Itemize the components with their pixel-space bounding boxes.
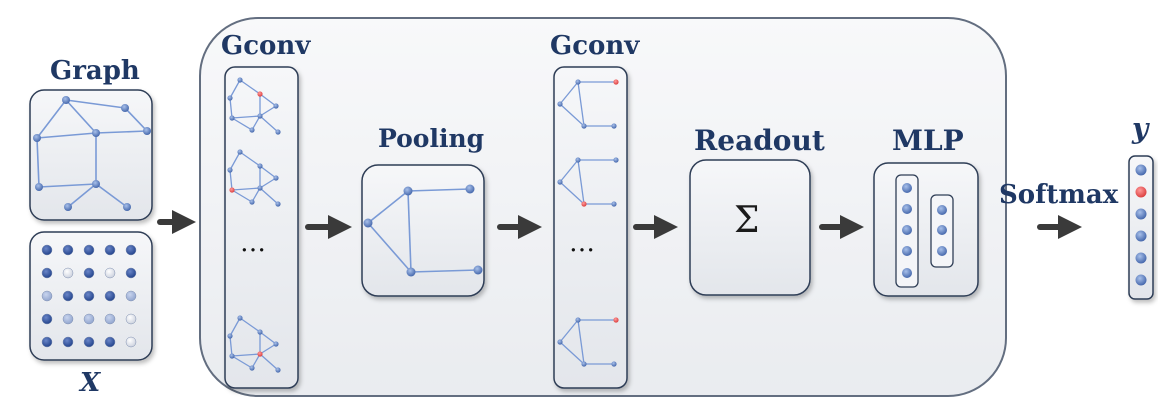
- readout-box: [689, 159, 811, 296]
- readout-sum-icon: Σ: [734, 200, 760, 241]
- mini-graph: [227, 315, 281, 373]
- output-node: [1135, 208, 1147, 220]
- mlp-box: [873, 162, 979, 297]
- softmax-label: Softmax: [999, 180, 1119, 210]
- feature-dot: [104, 290, 116, 302]
- pooling-box: [361, 164, 485, 297]
- mini-graph: [557, 79, 619, 129]
- feature-dot: [62, 290, 74, 302]
- feature-dot: [104, 336, 116, 348]
- output-node: [1135, 274, 1147, 286]
- readout-label: Readout: [694, 124, 825, 157]
- feature-dot: [62, 336, 74, 348]
- graph-label: Graph: [50, 56, 140, 86]
- feature-dot: [83, 290, 95, 302]
- feature-dot: [41, 336, 53, 348]
- gconv-column-1: [224, 66, 299, 389]
- feature-dot: [83, 313, 95, 325]
- feature-dot: [83, 336, 95, 348]
- feature-dot: [104, 313, 116, 325]
- output-vector: [1128, 155, 1154, 300]
- output-node: [1135, 186, 1147, 198]
- feature-dot: [125, 267, 137, 279]
- mini-graph: [227, 77, 281, 135]
- feature-dot: [41, 244, 53, 256]
- feature-dot: [125, 336, 137, 348]
- feature-dot: [41, 313, 53, 325]
- gconv-label-1: Gconv: [221, 31, 311, 61]
- feature-dot: [62, 267, 74, 279]
- gconv-column-2: [553, 66, 628, 389]
- ellipsis-2: …: [569, 228, 595, 258]
- output-node: [1135, 252, 1147, 264]
- feature-dot: [104, 244, 116, 256]
- output-label: y: [1132, 112, 1149, 145]
- features-label: X: [80, 368, 101, 398]
- pooling-label: Pooling: [378, 124, 485, 153]
- output-node: [1135, 164, 1147, 176]
- feature-dot: [83, 267, 95, 279]
- input-graph-box: [29, 89, 153, 221]
- gconv-label-2: Gconv: [550, 31, 640, 61]
- feature-matrix-box: [29, 231, 153, 361]
- feature-dot: [62, 313, 74, 325]
- ellipsis-1: …: [240, 228, 266, 258]
- feature-dot: [125, 244, 137, 256]
- feature-dot: [104, 267, 116, 279]
- feature-dot: [41, 267, 53, 279]
- mlp-label: MLP: [892, 124, 964, 157]
- output-node: [1135, 230, 1147, 242]
- mini-graph: [227, 149, 281, 207]
- mini-graph: [557, 157, 619, 207]
- feature-dot: [125, 313, 137, 325]
- feature-dot: [41, 290, 53, 302]
- feature-dot: [83, 244, 95, 256]
- feature-dot: [62, 244, 74, 256]
- mini-graph: [557, 317, 619, 367]
- feature-dot: [125, 290, 137, 302]
